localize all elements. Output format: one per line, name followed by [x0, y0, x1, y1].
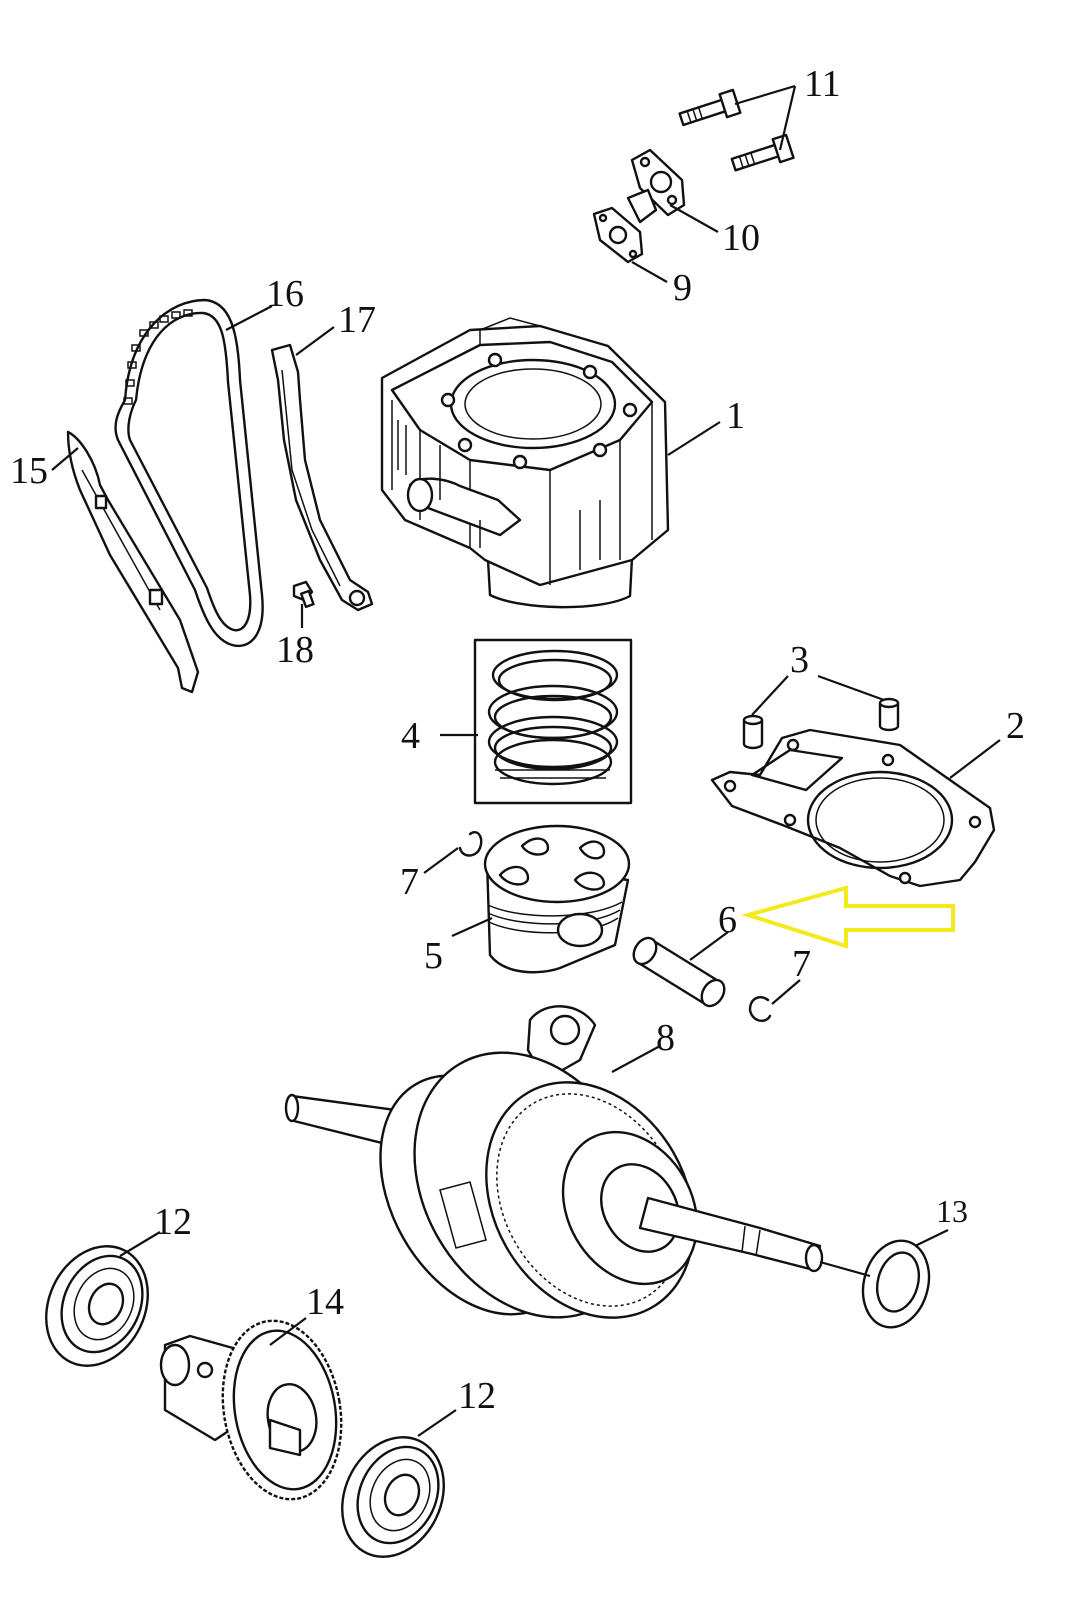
label-part-13: 13 [936, 1193, 968, 1229]
chain-links [123, 309, 193, 405]
label-part-6: 6 [718, 899, 737, 941]
part-15-chain-guide [66, 430, 200, 694]
highlight-arrow-icon [740, 885, 955, 949]
part-12-bearing-a [45, 1245, 149, 1367]
label-part-3: 3 [790, 639, 809, 681]
label-part-2: 2 [1006, 705, 1025, 747]
part-13-oil-seal [861, 1239, 931, 1329]
part-4-piston-rings [473, 638, 633, 805]
label-part-12-a: 12 [154, 1201, 192, 1243]
leader-lines [51, 84, 1001, 1437]
part-16-timing-chain [114, 298, 264, 648]
label-part-5: 5 [424, 935, 443, 977]
label-part-14: 14 [306, 1281, 344, 1323]
label-part-16: 16 [266, 273, 304, 315]
label-part-10: 10 [722, 217, 760, 259]
part-17-tensioner-guide [270, 343, 374, 612]
part-10-tensioner [626, 148, 686, 224]
part-12-bearing-b [341, 1436, 445, 1558]
part-6-piston-pin [632, 936, 726, 1008]
part-14-balancer-gear [159, 1319, 343, 1501]
label-part-4: 4 [401, 715, 420, 757]
part-3-dowels [742, 697, 900, 750]
part-18-bolt [292, 580, 315, 609]
label-part-15: 15 [10, 450, 48, 492]
part-2-gasket [710, 728, 996, 888]
label-part-1: 1 [726, 395, 745, 437]
part-labels: 11 10 9 16 17 1 15 18 3 2 4 7 5 6 7 8 13… [10, 63, 1025, 1417]
part-1-cylinder [380, 317, 670, 609]
label-part-11: 11 [804, 63, 841, 105]
label-part-18: 18 [276, 629, 314, 671]
part-8-crankshaft [284, 1005, 824, 1319]
label-part-9: 9 [673, 267, 692, 309]
label-part-12-b: 12 [458, 1375, 496, 1417]
label-part-7-a: 7 [400, 861, 419, 903]
part-5-piston [483, 824, 631, 974]
label-part-17: 17 [338, 299, 376, 341]
part-7-circlip-a [458, 831, 483, 857]
part-9-gasket [592, 206, 644, 264]
label-part-8: 8 [656, 1017, 675, 1059]
label-part-7-b: 7 [792, 943, 811, 985]
part-7-circlip-b [748, 996, 772, 1022]
part-11-bolts [678, 88, 795, 172]
